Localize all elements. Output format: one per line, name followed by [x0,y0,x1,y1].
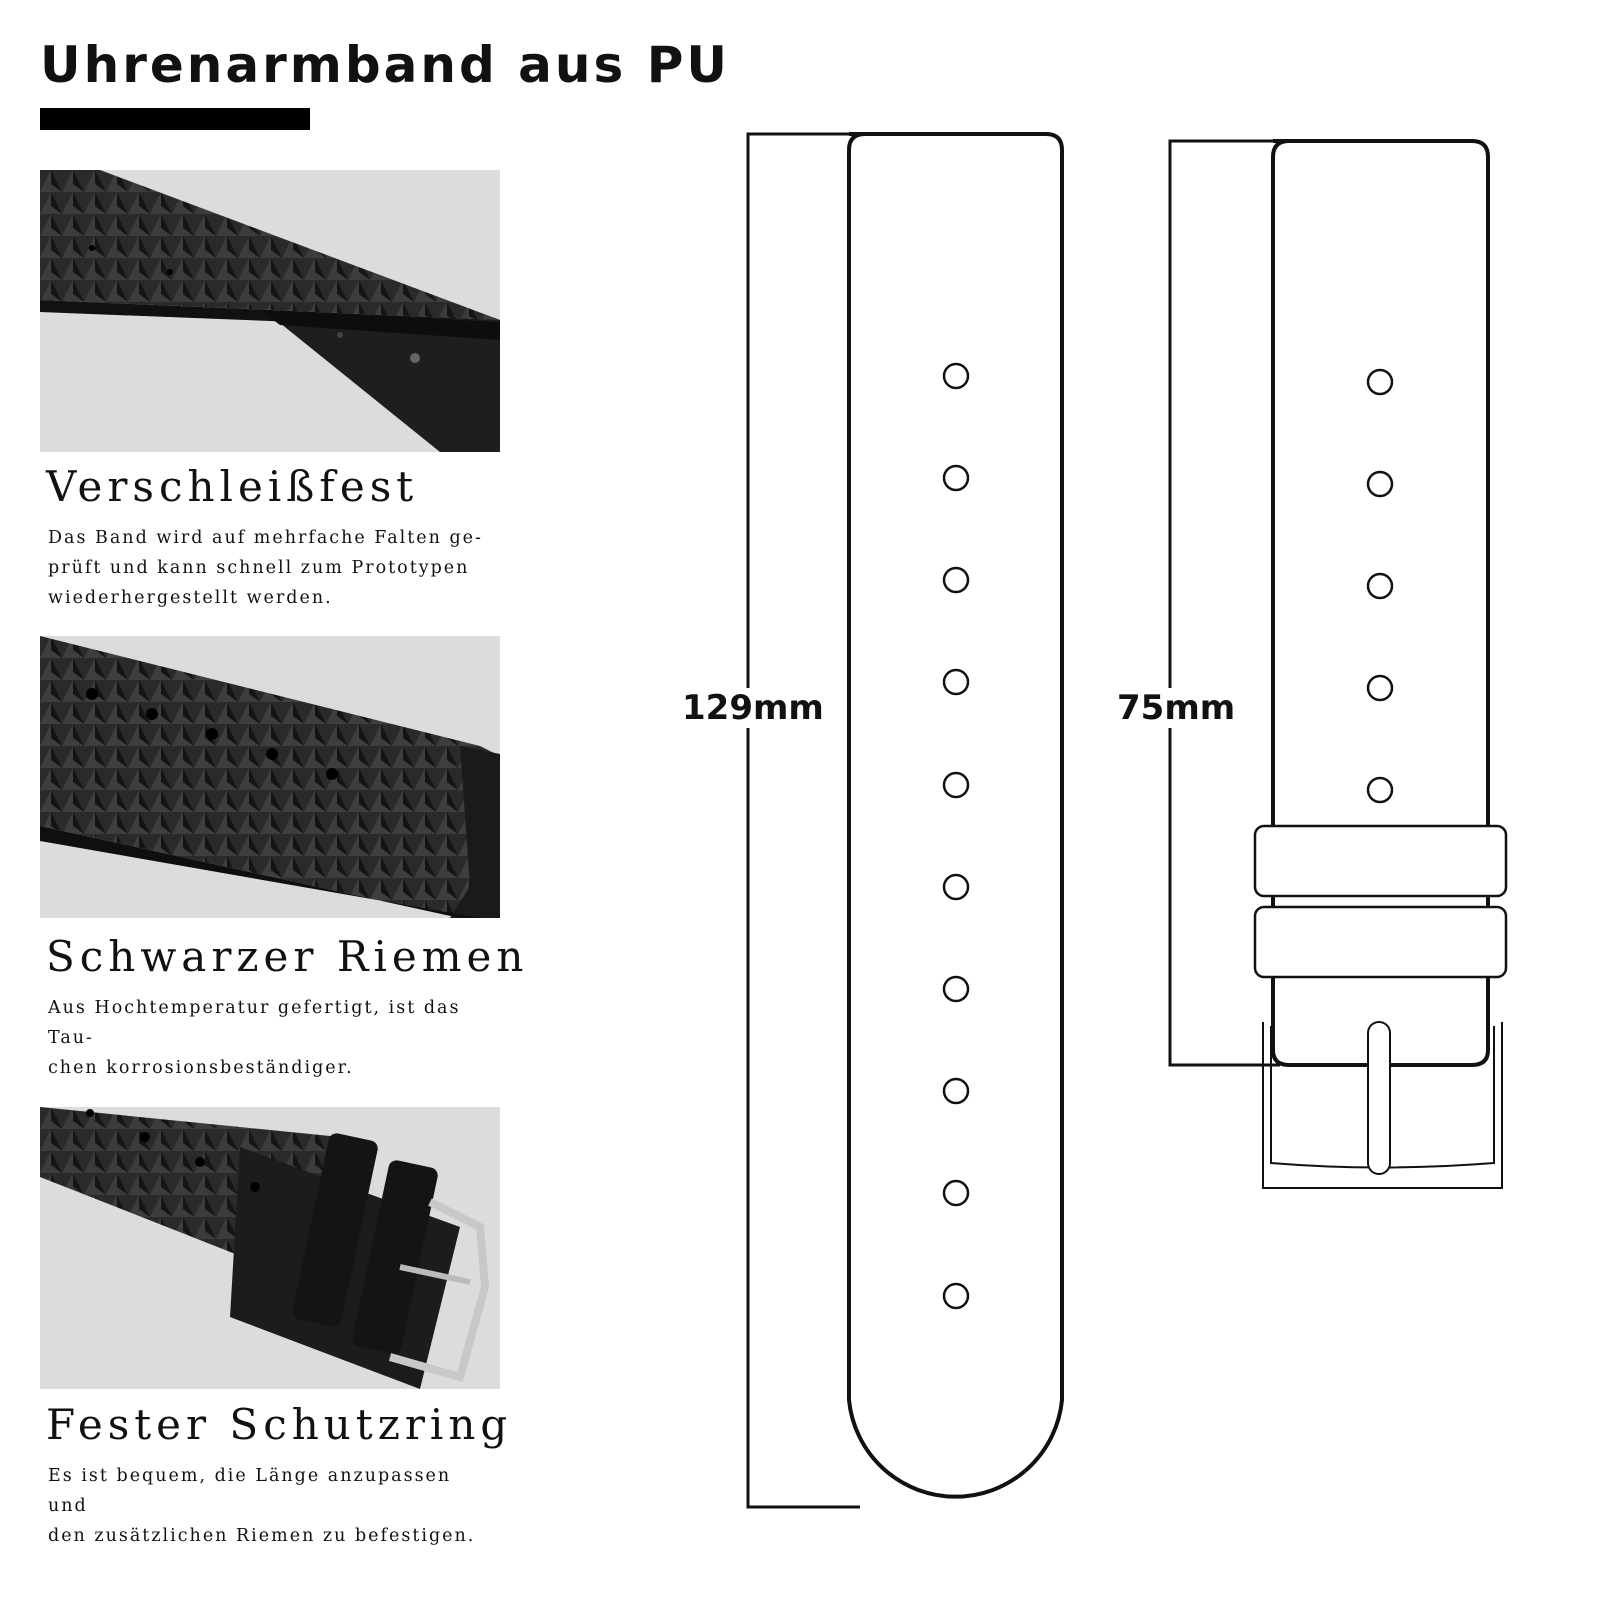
strap-hole [942,464,970,492]
keeper-loop-1 [1253,824,1508,898]
photo-black-strap [40,636,500,918]
strap-hole [1366,368,1394,396]
buckle-tongue [1367,1021,1391,1175]
strap-hole [942,1077,970,1105]
long-strap-holes [942,362,970,1310]
strap-hole [1366,572,1394,600]
strap-hole [942,1282,970,1310]
feature-title-keeper-ring: Fester Schutzring [46,1400,513,1449]
long-strap-length-label: 129mm [682,688,824,728]
short-strap-holes [1366,368,1394,804]
strap-hole [942,873,970,901]
keeper-loop-2 [1253,905,1508,979]
strap-hole [1366,674,1394,702]
feature-desc-black-strap: Aus Hochtemperatur gefertigt, ist das Ta… [48,998,461,1078]
photo-keeper-buckle [40,1107,500,1389]
feature-desc-keeper-ring: Es ist bequem, die Länge anzupassen und … [48,1466,476,1546]
strap-hole [942,771,970,799]
page-title: Uhrenarmband aus PU [40,36,730,94]
strap-hole [942,668,970,696]
photo-folded-strap [40,170,500,452]
long-strap-outline [847,132,1064,1499]
strap-hole [942,975,970,1003]
feature-desc-wear-resistant: Das Band wird auf mehrfache Falten ge- p… [48,528,483,608]
long-strap-dimension-line [746,132,860,1509]
strap-hole [1366,776,1394,804]
short-strap-dimension-line [1168,139,1280,1067]
strap-hole [942,1179,970,1207]
strap-hole [942,362,970,390]
buckle-frame [1262,1022,1503,1189]
strap-hole [942,566,970,594]
feature-title-black-strap: Schwarzer Riemen [46,932,529,981]
strap-hole [1366,470,1394,498]
title-underline [40,108,310,130]
feature-title-wear-resistant: Verschleißfest [46,462,419,511]
short-strap-length-label: 75mm [1117,688,1236,728]
